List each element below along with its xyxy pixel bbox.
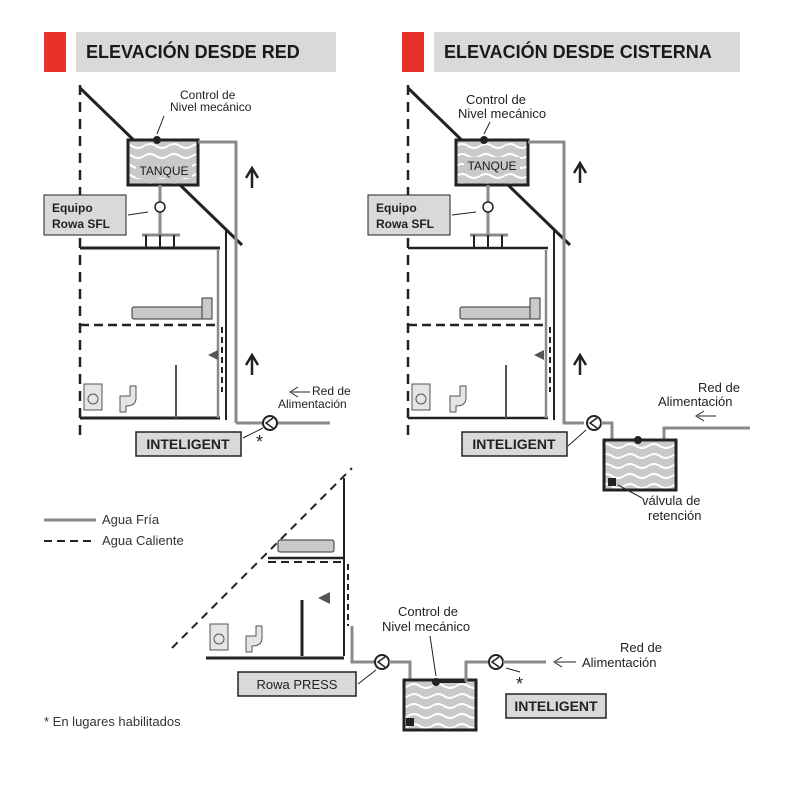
pump-icon	[154, 201, 166, 213]
tank-label: TANQUE	[467, 159, 516, 173]
inteligent-pump-arrow	[264, 417, 274, 429]
supply-label-1: Red de	[620, 640, 662, 655]
equipment-label-2: Rowa SFL	[376, 217, 434, 231]
flow-arrow-up-2	[572, 352, 588, 375]
level-control-label-2: Nivel mecánico	[170, 100, 252, 114]
supply-arrow-left	[553, 656, 576, 668]
shower-head-icon	[534, 350, 544, 360]
level-control-leader	[483, 121, 491, 135]
check-valve-label-2: retención	[648, 508, 701, 523]
level-control-leader	[429, 635, 437, 677]
footnote: * En lugares habilitados	[44, 714, 181, 729]
washing-machine-door	[213, 633, 225, 645]
equipment-label-1: Equipo	[52, 201, 93, 215]
washing-machine-icon	[411, 383, 431, 411]
level-control-label-2: Nivel mecánico	[458, 106, 546, 121]
inteligent-label-box	[135, 431, 242, 457]
press-pipe	[350, 626, 374, 664]
bed-headboard	[529, 297, 541, 320]
inteligent-asterisk: *	[516, 674, 523, 694]
check-valve-leader	[617, 484, 643, 499]
inteligent-pump-arrow	[490, 656, 500, 668]
bed-icon	[131, 306, 213, 320]
inteligent-label-box	[505, 693, 607, 719]
cistern	[602, 438, 678, 492]
level-control-label-1: Control de	[398, 604, 458, 619]
equipment-label-2: Rowa SFL	[52, 217, 110, 231]
header-title-red: ELEVACIÓN DESDE RED	[76, 32, 336, 72]
legend-hot-water-label: Agua Caliente	[102, 533, 184, 548]
pump-icon	[482, 201, 494, 213]
supply-arrow-left	[289, 386, 310, 398]
rowa-press-leader-arrow	[357, 669, 377, 685]
inteligent-pump-arrow	[588, 417, 598, 429]
supply-label-2: Alimentación	[658, 394, 732, 409]
rowa-press-label-box	[237, 671, 357, 697]
header-title-cisterna: ELEVACIÓN DESDE CISTERNA	[434, 32, 740, 72]
flow-arrow-up-1	[572, 160, 588, 183]
equipment-label-1: Equipo	[376, 201, 417, 215]
header-accent-bar	[402, 32, 424, 72]
equipment-leader-arrow	[451, 211, 477, 216]
inteligent-label: INTELIGENT	[472, 436, 556, 452]
supply-arrow-left	[695, 410, 716, 422]
bed-headboard	[201, 297, 213, 320]
rowa-press-label: Rowa PRESS	[257, 677, 338, 692]
shower-head-icon	[318, 592, 330, 604]
legend-cold-water-label: Agua Fría	[102, 512, 160, 527]
tank-inlet-pipe	[464, 660, 488, 682]
inteligent-asterisk: *	[256, 432, 263, 452]
supply-label-1: Red de	[312, 384, 351, 398]
equipment-label-box	[367, 194, 451, 236]
diagram-elevacion-red: TANQUE Control de Nivel mecánico Equipo …	[43, 85, 351, 457]
washing-machine-icon	[209, 623, 229, 651]
supply-pipe-up	[528, 140, 584, 425]
diagram-rowa-press: Control de Nivel mecánico Red de Aliment…	[171, 467, 662, 732]
level-control-label-1: Control de	[180, 88, 236, 102]
roof-dashed	[171, 467, 353, 649]
supply-label-1: Red de	[698, 380, 740, 395]
flow-arrow-up-2	[244, 352, 260, 375]
washing-machine-door	[415, 393, 427, 405]
inteligent-leader-arrow	[567, 429, 587, 447]
check-valve-icon	[406, 718, 414, 726]
level-control-label-1: Control de	[466, 92, 526, 107]
level-control-label-2: Nivel mecánico	[382, 619, 470, 634]
equipment-label-box	[43, 194, 127, 236]
inteligent-pump-icon	[262, 415, 278, 431]
diagram-elevacion-cisterna: TANQUE Control de Nivel mecánico Equipo …	[367, 85, 750, 523]
header-accent-bar	[44, 32, 66, 72]
tank-label: TANQUE	[139, 164, 188, 178]
level-control-leader	[156, 115, 165, 135]
header-elevacion-cisterna: ELEVACIÓN DESDE CISTERNA	[402, 32, 740, 72]
check-valve-icon	[608, 478, 616, 486]
toilet-icon	[449, 385, 467, 413]
supply-pipe-up	[198, 140, 238, 423]
washing-machine-door	[87, 393, 99, 405]
inteligent-label: INTELIGENT	[146, 436, 230, 452]
toilet-icon	[245, 625, 263, 653]
inteligent-label: INTELIGENT	[514, 698, 598, 714]
inteligent-leader	[505, 667, 521, 673]
shower-head-icon	[208, 350, 218, 360]
check-valve-label-1: válvula de	[642, 493, 701, 508]
bed-icon	[277, 539, 335, 553]
equipment-leader-arrow	[127, 211, 149, 216]
tank	[402, 678, 478, 732]
tank-label-bg	[136, 162, 192, 178]
rowa-press-pump-arrow	[376, 656, 386, 668]
supply-label-2: Alimentación	[582, 655, 656, 670]
inteligent-label-box	[461, 431, 568, 457]
supply-label-2: Alimentación	[278, 397, 347, 411]
tank-label-bg	[464, 157, 520, 173]
header-elevacion-red: ELEVACIÓN DESDE RED	[44, 32, 336, 72]
inteligent-leader	[242, 427, 264, 439]
flow-arrow-up-1	[244, 165, 260, 188]
legend: Agua Fría Agua Caliente	[44, 512, 184, 548]
bed-icon	[459, 306, 541, 320]
washing-machine-icon	[83, 383, 103, 411]
toilet-icon	[119, 385, 137, 413]
